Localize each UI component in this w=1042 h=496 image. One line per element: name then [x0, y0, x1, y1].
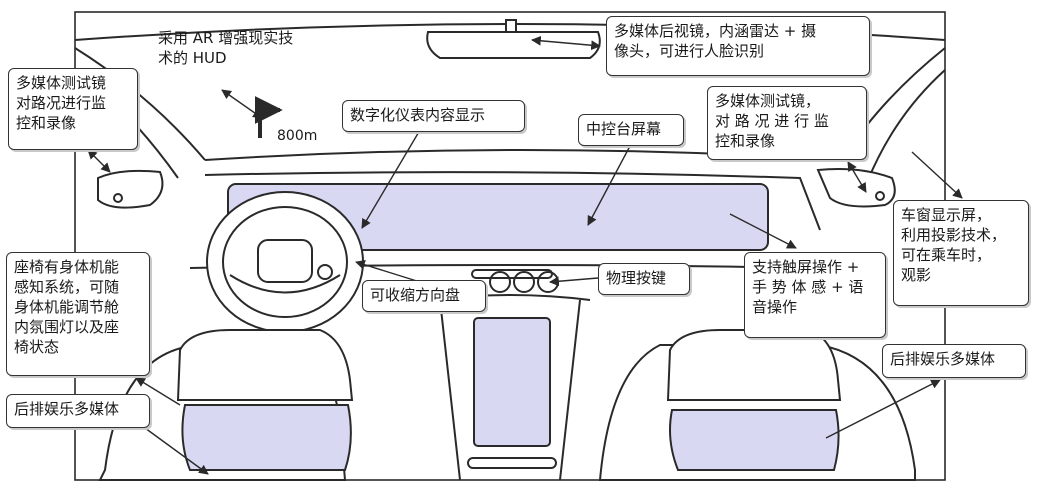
callout-rear-right: 后排娱乐多媒体 — [882, 344, 1026, 378]
a-pillar-left — [74, 47, 206, 161]
physical-buttons — [471, 269, 559, 293]
leader-buttons — [549, 276, 599, 287]
leader-touch — [729, 213, 797, 249]
side-mirror-left — [97, 169, 164, 209]
callout-buttons: 物理按键 — [598, 263, 690, 295]
callout-window-display: 车窗显示屏， 利用投影技术， 可在乘车时， 观影 — [893, 200, 1029, 306]
leader-hud — [221, 89, 263, 119]
leader-center-screen — [587, 145, 631, 226]
hud-label: 采用 AR 增强现实技 术的 HUD — [158, 29, 294, 67]
callout-leaders — [87, 35, 963, 475]
a-pillar-right-inner — [867, 69, 946, 181]
nav-distance: 800m — [277, 128, 318, 144]
callout-touch: 支持触屏操作 + 手 势 体 感 + 语 音操作 — [744, 252, 886, 338]
rearview-mirror — [426, 19, 601, 59]
callout-seat-sensing: 座椅有身体机能 感知系统，可随 身体机能调节舱 内氛围灯以及座 椅状态 — [6, 252, 150, 376]
callout-mirror: 多媒体后视镜，内涵雷达 + 摄 像头，可进行人脸识别 — [606, 16, 870, 76]
callout-left-side-camera: 多媒体测试镜 对路况进行监 控和录像 — [8, 68, 138, 150]
rear-screen-left — [181, 404, 352, 471]
leader-window — [911, 151, 963, 199]
rear-screen-right — [669, 409, 840, 471]
leader-rear-right — [825, 379, 941, 439]
callout-instrument: 数字化仪表内容显示 — [342, 100, 525, 132]
leader-rear-left — [144, 427, 209, 475]
side-mirror-right — [816, 168, 896, 208]
steering-wheel — [206, 191, 364, 333]
front-seat-left — [98, 329, 354, 481]
leader-seat — [135, 377, 181, 406]
leader-left-camera — [87, 149, 111, 173]
leader-steering — [355, 259, 421, 283]
leader-mirror — [531, 35, 601, 51]
center-console — [439, 299, 581, 481]
callout-rear-left: 后排娱乐多媒体 — [6, 394, 150, 428]
leader-right-camera — [847, 161, 867, 193]
console-screen — [473, 317, 551, 447]
leader-instrument — [361, 129, 421, 229]
callout-right-side-camera: 多媒体测试镜， 对 路 况 进 行 监 控和录像 — [707, 86, 867, 160]
turn-right-arrow-icon — [254, 96, 283, 138]
callout-center-screen: 中控台屏幕 — [578, 114, 684, 146]
front-seat-right — [598, 329, 916, 481]
callout-steering: 可收缩方向盘 — [362, 280, 486, 312]
console-vents — [467, 457, 557, 469]
